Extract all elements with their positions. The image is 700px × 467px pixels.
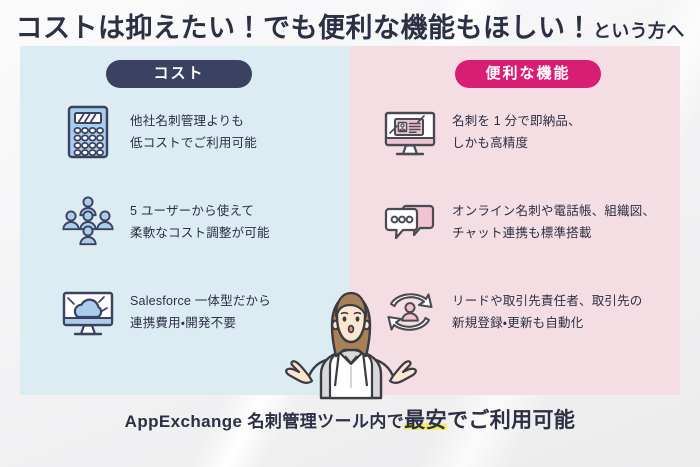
page-title-emphasis: コストは抑えたい！でも便利な機能もほしい！ [15, 13, 593, 43]
feature-item-1-line1: 名刺を 1 分で即納品、 [452, 114, 581, 128]
cost-item-1-text: 他社名刺管理よりも 低コストでご利用可能 [130, 110, 257, 154]
feature-item-1-line2: しかも高精度 [452, 136, 529, 150]
cost-item-3: Salesforce 一体型だから 連携費用・開発不要 [60, 284, 271, 340]
cost-item-1-line2: 低コストでご利用可能 [130, 136, 258, 150]
feature-panel-badge: 便利な機能 [455, 60, 601, 88]
calculator-icon [60, 104, 116, 160]
cost-item-2-line1: 5 ユーザーから使えて [130, 204, 255, 218]
feature-item-3-line1: リードや取引先責任者、取引先の [452, 294, 643, 308]
cost-item-2-text: 5 ユーザーから使えて 柔軟なコスト調整が可能 [130, 200, 270, 244]
feature-item-2-line2: チャット連携も標準搭載 [452, 226, 592, 240]
cost-item-3-text: Salesforce 一体型だから 連携費用・開発不要 [130, 290, 271, 334]
page-title-tail: という方へ [593, 21, 685, 41]
page-title: コストは抑えたい！でも便利な機能もほしい！という方へ [0, 6, 700, 45]
monitor-business-card-icon [382, 104, 438, 160]
banner-highlight: 最安 [404, 409, 447, 432]
cost-item-1-line1: 他社名刺管理よりも [130, 114, 245, 128]
users-group-icon [60, 194, 116, 250]
cost-item-2: 5 ユーザーから使えて 柔軟なコスト調整が可能 [60, 194, 270, 250]
feature-item-2-line1: オンライン名刺や電話帳、組織図、 [452, 204, 656, 218]
cost-item-1: 他社名刺管理よりも 低コストでご利用可能 [60, 104, 257, 160]
feature-item-3-line2: 新規登録・更新も自動化 [452, 316, 584, 330]
feature-item-1: 名刺を 1 分で即納品、 しかも高精度 [382, 104, 581, 160]
feature-item-1-text: 名刺を 1 分で即納品、 しかも高精度 [452, 110, 581, 154]
chat-bubbles-icon [382, 194, 438, 250]
feature-item-3-text: リードや取引先責任者、取引先の 新規登録・更新も自動化 [452, 290, 643, 334]
banner-prefix: AppExchange 名刺管理ツール内で [124, 412, 405, 431]
banner-suffix: でご利用可能 [446, 409, 576, 432]
cost-item-3-line2: 連携費用・開発不要 [130, 316, 237, 330]
feature-item-2: オンライン名刺や電話帳、組織図、 チャット連携も標準搭載 [382, 194, 655, 250]
cost-item-2-line2: 柔軟なコスト調整が可能 [130, 226, 270, 240]
cost-item-3-line1: Salesforce 一体型だから [130, 294, 271, 308]
shrugging-woman-illustration [276, 286, 426, 400]
cost-panel-badge: コスト [106, 60, 252, 88]
feature-item-3: リードや取引先責任者、取引先の 新規登録・更新も自動化 [382, 284, 643, 340]
feature-item-2-text: オンライン名刺や電話帳、組織図、 チャット連携も標準搭載 [452, 200, 655, 244]
cost-panel [20, 46, 350, 395]
monitor-cloud-icon [60, 284, 116, 340]
bottom-banner: AppExchange 名刺管理ツール内で最安でご利用可能 [0, 404, 700, 434]
sync-person-icon [382, 284, 438, 340]
